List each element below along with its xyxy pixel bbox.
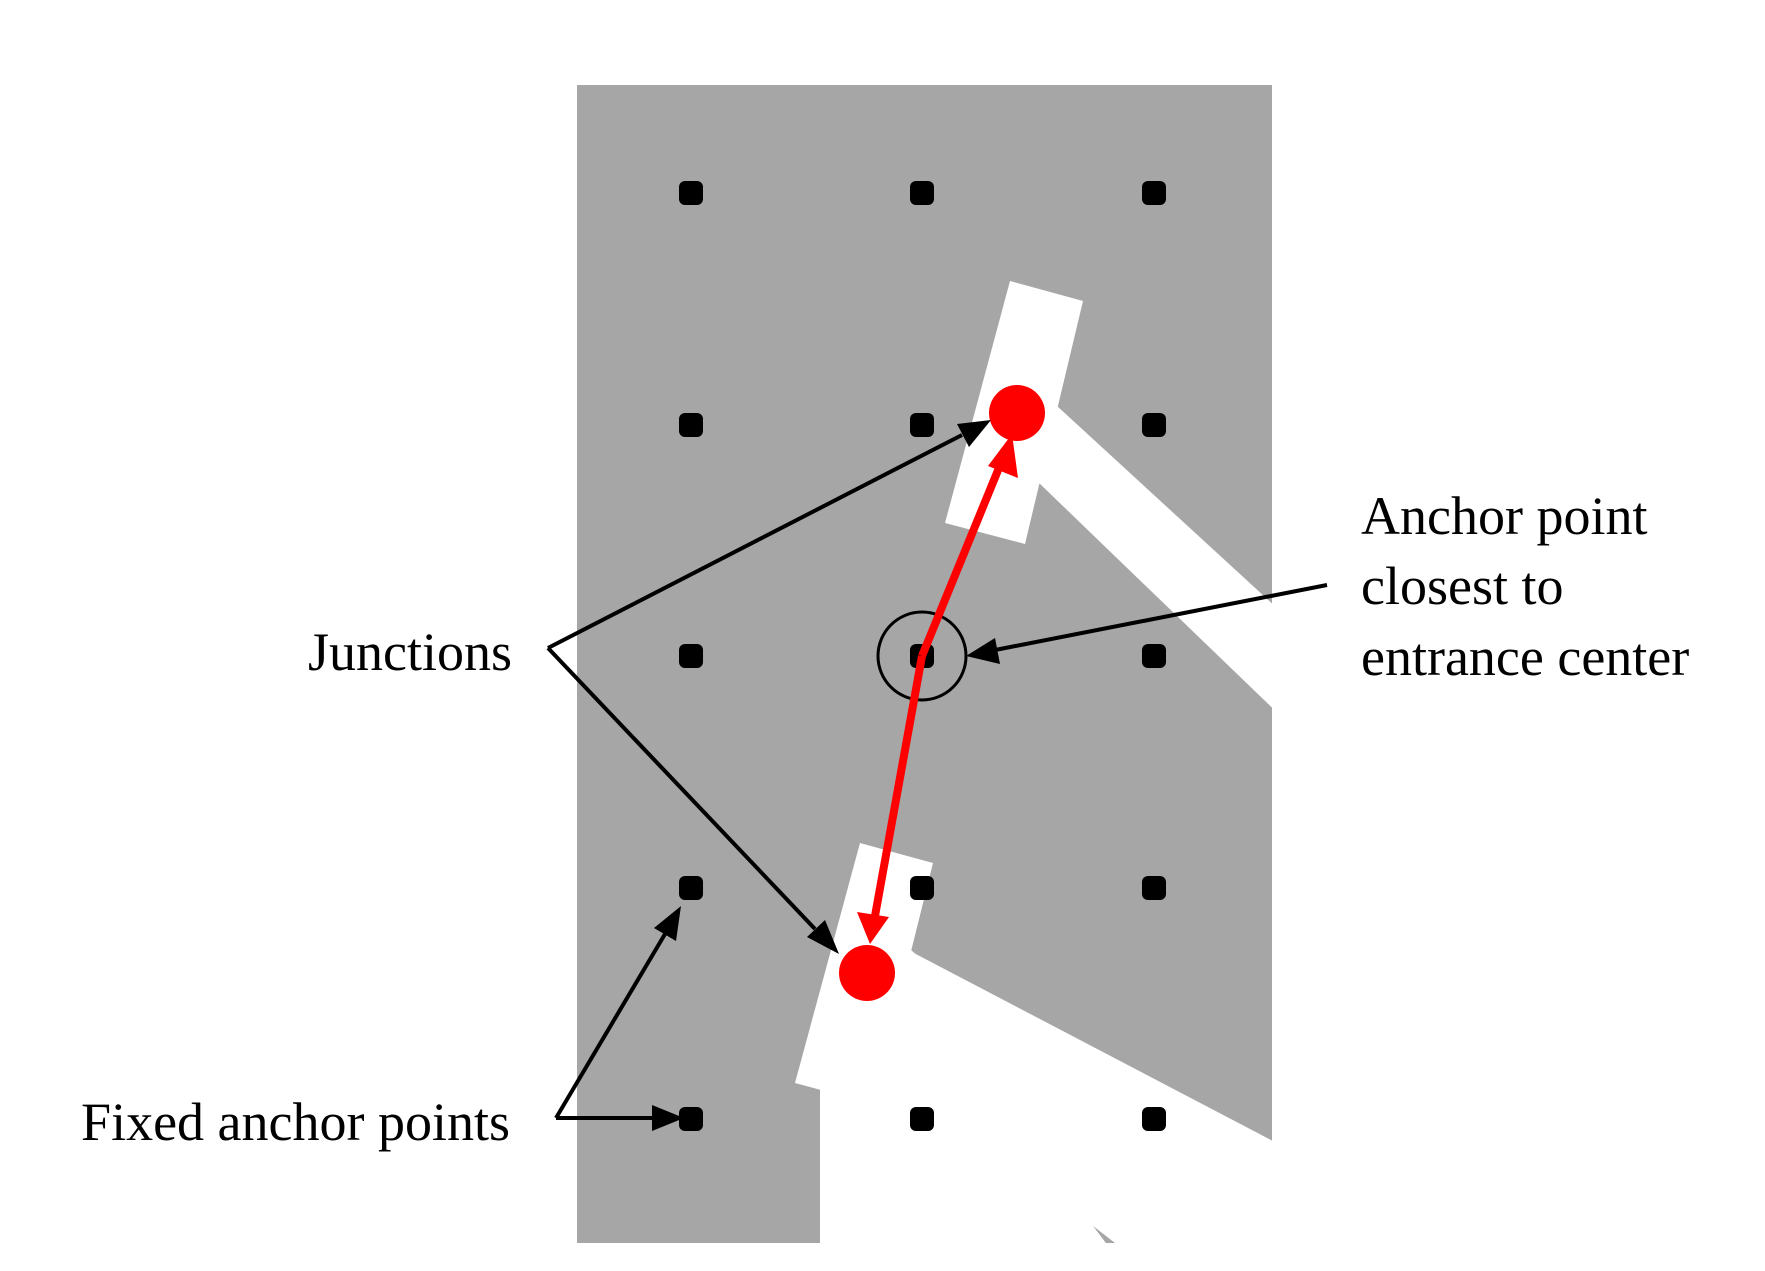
connection-arrows bbox=[857, 434, 1018, 944]
closest-anchor-label-line2: closest to bbox=[1361, 556, 1563, 616]
closest-anchor-pointer bbox=[989, 583, 1328, 653]
junction-lower bbox=[839, 945, 895, 1001]
closest-anchor-label-line3: entrance center bbox=[1361, 627, 1689, 687]
arrowhead-fixed-anchor-lower bbox=[652, 1105, 684, 1131]
anchor-point bbox=[1142, 1107, 1166, 1131]
arrowhead-lower bbox=[857, 912, 889, 944]
anchor-point-grid bbox=[679, 181, 1166, 1131]
anchor-point bbox=[679, 413, 703, 437]
anchor-point bbox=[1142, 413, 1166, 437]
roads bbox=[815, 372, 1272, 1243]
pointer-lines bbox=[546, 433, 1328, 1120]
connection-to-upper-junction bbox=[918, 456, 1007, 658]
anchor-point bbox=[910, 181, 934, 205]
closest-anchor-label-line1: Anchor point bbox=[1361, 486, 1647, 546]
anchor-point bbox=[679, 181, 703, 205]
anchor-point bbox=[679, 1107, 703, 1131]
anchor-point bbox=[910, 413, 934, 437]
anchor-point bbox=[679, 876, 703, 900]
junction-upper bbox=[989, 385, 1045, 441]
fixed-anchor-points-label: Fixed anchor points bbox=[81, 1092, 510, 1152]
junctions-pointer-upper bbox=[547, 433, 963, 650]
upper-road-diagonal bbox=[1010, 372, 1272, 708]
anchor-point bbox=[1142, 876, 1166, 900]
arrowhead-junction-upper bbox=[957, 420, 991, 447]
junctions-label: Junctions bbox=[308, 622, 512, 682]
arrowhead-fixed-anchor-upper bbox=[654, 906, 681, 941]
arrowhead-closest-anchor bbox=[966, 638, 1000, 664]
arrowhead-upper bbox=[988, 434, 1018, 478]
anchor-point bbox=[679, 644, 703, 668]
fixed-anchor-pointer-upper bbox=[554, 932, 667, 1120]
junctions-pointer-lower bbox=[546, 646, 817, 931]
pointer-arrowheads bbox=[652, 420, 1000, 1131]
connection-to-lower-junction bbox=[871, 655, 926, 917]
anchor-point bbox=[910, 1107, 934, 1131]
lower-road-fill bbox=[815, 950, 1272, 1243]
anchor-point bbox=[1142, 181, 1166, 205]
anchor-point bbox=[910, 876, 934, 900]
arrowhead-junction-lower bbox=[807, 920, 839, 954]
anchor-point bbox=[1142, 644, 1166, 668]
